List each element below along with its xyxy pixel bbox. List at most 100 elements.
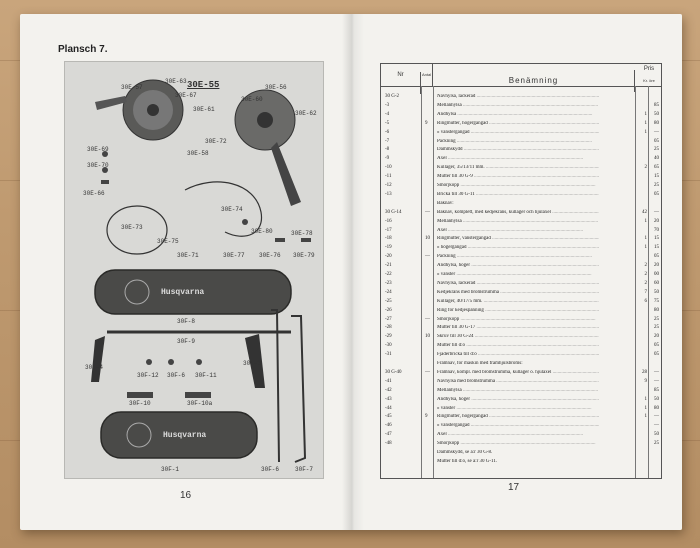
description-cell: Navhylsa med bromstrumma — [437, 379, 599, 384]
part-number-cell: -8 — [385, 147, 390, 153]
price-kr-cell: 7 — [644, 289, 648, 295]
price-ore-cell: 05 — [654, 254, 659, 260]
part-number-cell: -11 — [385, 174, 392, 180]
strip-part — [127, 392, 153, 398]
price-ore-cell: 25 — [654, 183, 659, 188]
part-number-cell: -13 — [385, 191, 392, 197]
table-row: -8Dammskydd25 — [381, 147, 661, 154]
description-cell: Ringmutter, högergängad — [437, 121, 599, 126]
page-number-right: 17 — [508, 482, 520, 493]
part-number-cell: -3 — [385, 102, 390, 108]
description-cell: Mutter till 30 G-17 — [437, 325, 599, 330]
description-cell: Mutter till 30 G-9 — [437, 174, 599, 179]
part-label: 30F-10a — [187, 400, 213, 407]
table-row: -17Axel70 — [381, 228, 661, 235]
part-label: 30E-79 — [293, 252, 315, 259]
part-label: 30F-11 — [195, 372, 217, 379]
part-number-cell: -21 — [385, 263, 392, 269]
price-ore-cell: 60 — [654, 280, 659, 286]
description-cell: Smörjkopp — [437, 317, 599, 322]
part-number-cell: -29 — [385, 334, 392, 340]
header-benamning: Benämning — [433, 70, 635, 92]
bolt-part — [196, 359, 202, 365]
part-label: 30F-9 — [177, 338, 196, 345]
description-cell: Axel — [437, 432, 599, 437]
table-row: -4Ändhylsa150 — [381, 112, 661, 119]
brake-cable — [184, 181, 263, 237]
price-kr-cell: 28 — [642, 369, 647, 375]
price-kr-cell: 2 — [644, 263, 648, 269]
nut-part — [101, 180, 109, 184]
price-kr-cell: 1 — [644, 396, 648, 402]
table-row: -7Packning05 — [381, 139, 661, 146]
price-ore-cell: 05 — [654, 352, 659, 358]
table-row: Baknav: — [381, 201, 661, 208]
price-ore-cell: 00 — [654, 272, 659, 277]
brand-emblem — [124, 279, 150, 305]
price-ore-cell: 50 — [654, 396, 659, 402]
price-ore-cell: 05 — [654, 138, 659, 144]
table-row: Framnav, för maskin med framhjulsbroms: — [381, 361, 661, 368]
description-cell: Smörjkopp — [437, 441, 599, 446]
description-cell: Ändhylsa, höger — [437, 397, 599, 402]
price-kr-cell: 6 — [644, 298, 648, 304]
part-label: 30E-61 — [193, 106, 215, 113]
part-label: 30E-57 — [121, 84, 143, 91]
parts-illustration — [91, 79, 311, 463]
part-label: 30F-6 — [261, 466, 280, 473]
brake-lever-right — [271, 142, 301, 206]
description-cell: Skruv till 30 G-24 — [437, 334, 599, 339]
description-cell: Kedjekrans med bromstrumma — [437, 290, 599, 295]
plate-title: Plansch 7. — [58, 44, 108, 55]
tall-rod — [271, 309, 280, 463]
table-row: -16Mellanhylsa120 — [381, 219, 661, 226]
price-ore-cell: 65 — [654, 165, 659, 171]
part-label: 30F-1 — [161, 466, 180, 473]
part-label: 30E-76 — [259, 252, 281, 259]
price-ore-cell: 20 — [654, 218, 659, 224]
part-label: 30E-78 — [291, 230, 313, 237]
brand-logo-text: Husqvarna — [163, 431, 207, 440]
part-number-cell: -6 — [385, 129, 390, 135]
part-number-cell: -44 — [385, 405, 392, 411]
table-row: -21 Ändhylsa, höger 2 20 — [381, 263, 661, 270]
quantity-cell: 10 — [425, 236, 430, 242]
table-row: -48Smörjkopp25 — [381, 441, 661, 448]
description-cell: Axel — [437, 228, 599, 233]
price-ore-cell: 20 — [654, 263, 659, 269]
quantity-cell: 9 — [425, 414, 428, 420]
part-number-cell: -25 — [385, 298, 392, 304]
parts-plate-photo: 30E-55 30E-57 30E-63 30E-56 30E-67 30E-6… — [64, 61, 324, 479]
part-label: 30E-67 — [175, 92, 197, 99]
part-number-cell: -45 — [385, 414, 392, 420]
part-label: 30E-56 — [265, 84, 287, 91]
price-ore-cell: 05 — [654, 191, 659, 197]
table-row: -12Smörjkopp25 — [381, 183, 661, 190]
price-ore-cell: 15 — [654, 245, 659, 251]
price-ore-cell: 50 — [654, 432, 659, 438]
table-row: -42Mellanhylsa85 — [381, 388, 661, 395]
description-cell: Kullager, 40/17/5 mm. — [437, 299, 599, 304]
description-cell: Ändhylsa, höger — [437, 263, 599, 268]
table-row: 30 G-40—Framnav, kompl. med bromstrumma,… — [381, 370, 661, 377]
brake-hub-right-center — [257, 112, 273, 128]
price-kr-cell: 1 — [644, 218, 648, 224]
booklet-spine — [342, 14, 364, 530]
part-number-cell: -10 — [385, 165, 392, 171]
price-ore-cell: 85 — [654, 387, 659, 393]
small-part — [242, 219, 248, 225]
plate-main-label: 30E-55 — [187, 80, 220, 90]
price-ore-cell: 70 — [654, 227, 659, 233]
column-rule — [648, 86, 649, 478]
price-ore-cell: 40 — [654, 156, 659, 162]
part-number-cell: -47 — [385, 432, 392, 438]
description-cell: » vänstergängad — [437, 423, 599, 428]
